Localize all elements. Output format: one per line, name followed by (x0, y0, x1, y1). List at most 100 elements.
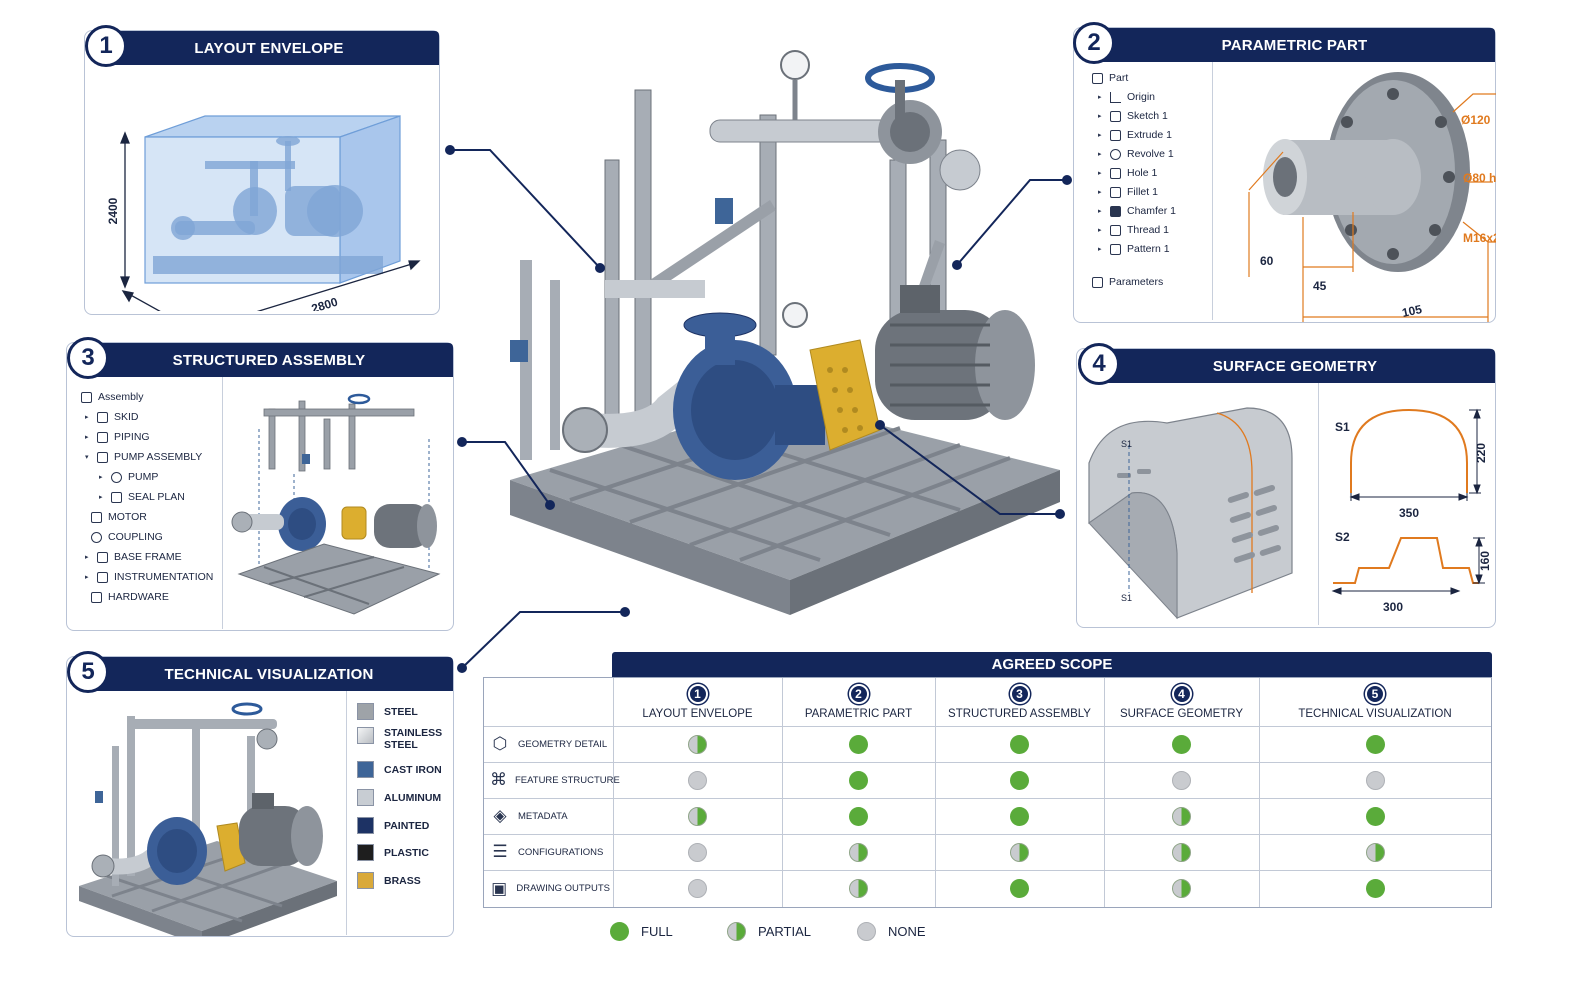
row-label: ⬡GEOMETRY DETAIL (490, 726, 610, 762)
subassembly-icon (97, 431, 108, 443)
badge-3: 3 (67, 337, 109, 379)
tree-item-chamfer[interactable]: ▸Chamfer 1 (1098, 205, 1177, 217)
flange-part-illustration: Ø120 Ø80 h7 M16x2 60 45 105 (1248, 72, 1496, 322)
tree-item-pump-assembly[interactable]: ▾PUMP ASSEMBLY (85, 451, 203, 463)
swatch-aluminum (357, 789, 374, 806)
column-number-badge: 4 (1171, 684, 1192, 704)
tree-item-motor[interactable]: MOTOR (91, 511, 147, 523)
scope-cell (1259, 834, 1491, 870)
row-label: ⌘FEATURE STRUCTURE (490, 762, 620, 798)
material-stainless-steel: STAINLESS STEEL (357, 727, 444, 751)
material-steel: STEEL (357, 703, 418, 720)
scope-table-header: AGREED SCOPE (612, 652, 1492, 677)
tree-item-revolve[interactable]: ▸Revolve 1 (1098, 148, 1174, 160)
exploded-assembly-illustration (231, 393, 441, 615)
section-profiles: S1 350 220 S2 300 160 (1331, 408, 1492, 614)
scope-cell (1104, 834, 1259, 870)
envelope-box-illustration: 2400 1200 2800 (106, 115, 421, 311)
full-dot-icon (1010, 770, 1029, 790)
tree-item-sketch[interactable]: ▸Sketch 1 (1098, 110, 1168, 122)
revolve-icon (1110, 148, 1121, 160)
tree-item-fillet[interactable]: ▸Fillet 1 (1098, 186, 1158, 198)
scope-cell (613, 870, 782, 907)
swatch-stainless-steel (357, 727, 374, 744)
dim-height: 2400 (106, 197, 120, 224)
scope-cell (613, 726, 782, 762)
column-label: STRUCTURED ASSEMBLY (948, 708, 1091, 720)
panel-surface-geometry: SURFACE GEOMETRY S1 S1 S1 (1076, 348, 1496, 628)
section-mark-bottom: S1 (1121, 593, 1132, 603)
tree-item-thread[interactable]: ▸Thread 1 (1098, 224, 1170, 236)
panel-structured-assembly: STRUCTURED ASSEMBLY Assembly ▸SKID ▸PIPI… (66, 342, 454, 631)
tree-item-part[interactable]: Part (1092, 72, 1128, 84)
tree-item-skid[interactable]: ▸SKID (85, 411, 139, 423)
tree-item-seal-plan[interactable]: ▸SEAL PLAN (99, 491, 185, 503)
grid-line (1259, 678, 1260, 907)
dim-hub-length: 60 (1260, 254, 1274, 268)
section-s1-label: S1 (1335, 420, 1350, 434)
partial-dot-icon (1172, 879, 1191, 898)
panel-title: LAYOUT ENVELOPE (99, 31, 439, 65)
extrude-icon (1110, 129, 1121, 141)
tree-item-assembly[interactable]: Assembly (81, 391, 144, 403)
scope-cell (935, 726, 1104, 762)
dim-bore-diameter: Ø80 h7 (1463, 171, 1496, 185)
part-icon (91, 591, 102, 603)
panel-layout-envelope: LAYOUT ENVELOPE 2400 1200 (84, 30, 440, 315)
dim-thread: M16x2 (1463, 231, 1496, 245)
subassembly-icon (111, 491, 122, 503)
swatch-plastic (357, 844, 374, 861)
partial-dot-icon (1010, 842, 1029, 862)
tree-item-instrumentation[interactable]: ▸INSTRUMENTATION (85, 571, 214, 583)
column-number-badge: 5 (1365, 684, 1385, 704)
badge-2: 2 (1073, 22, 1115, 64)
partial-dot-icon (688, 734, 707, 754)
tree-item-origin[interactable]: ▸Origin (1098, 91, 1156, 103)
row-label-text: DRAWING OUTPUTS (516, 883, 610, 894)
column-label: TECHNICAL VISUALIZATION (1298, 708, 1452, 720)
tree-item-hardware[interactable]: HARDWARE (91, 591, 169, 603)
full-dot-icon (1365, 806, 1385, 826)
subassembly-icon (97, 451, 108, 463)
tree-item-pattern[interactable]: ▸Pattern 1 (1098, 243, 1170, 255)
tree-item-extrude[interactable]: ▸Extrude 1 (1098, 129, 1172, 141)
s1-width-dim: 350 (1399, 506, 1419, 520)
scope-cell (1104, 870, 1259, 907)
hierarchy-icon: ⌘ (490, 770, 507, 789)
tree-item-base-frame[interactable]: ▸BASE FRAME (85, 551, 182, 563)
tree-item-pump[interactable]: ▸PUMP (99, 471, 159, 483)
badge-4: 4 (1078, 343, 1120, 385)
tree-item-hole[interactable]: ▸Hole 1 (1098, 167, 1158, 179)
origin-icon (1110, 91, 1121, 103)
scope-cell (1104, 762, 1259, 798)
scope-cell (782, 834, 935, 870)
full-dot-icon (849, 734, 868, 754)
tree-item-parameters[interactable]: Parameters (1092, 276, 1163, 288)
scope-cell (935, 870, 1104, 907)
full-dot-icon (1172, 734, 1191, 754)
column-label: SURFACE GEOMETRY (1119, 708, 1244, 720)
scope-cell (613, 798, 782, 834)
partial-dot-icon (727, 922, 746, 941)
part-icon (91, 531, 102, 543)
sliders-icon: ☰ (492, 842, 508, 861)
legend-full: FULL (610, 922, 673, 941)
swatch-cast-iron (357, 761, 374, 778)
material-brass: BRASS (357, 872, 421, 889)
scope-legend: FULL PARTIAL NONE (610, 922, 950, 944)
scope-cell (935, 798, 1104, 834)
scope-cell (1259, 870, 1491, 907)
full-dot-icon (1365, 879, 1385, 898)
partial-dot-icon (688, 806, 707, 826)
tree-item-piping[interactable]: ▸PIPING (85, 431, 150, 443)
pump-skid-model (510, 50, 1060, 615)
full-dot-icon (1010, 734, 1029, 754)
swatch-brass (357, 872, 374, 889)
grid-line (484, 834, 1491, 835)
dim-overall-length: 105 (1401, 302, 1424, 320)
tree-item-coupling[interactable]: COUPLING (91, 531, 163, 543)
scope-cell (1104, 798, 1259, 834)
part-icon (1092, 72, 1103, 84)
s2-height-dim: 160 (1478, 551, 1492, 571)
